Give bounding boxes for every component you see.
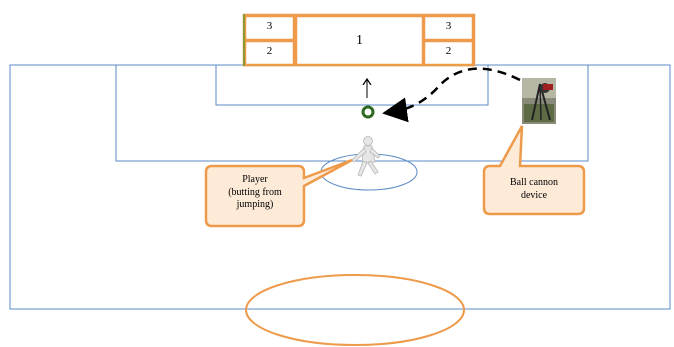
zone-top-right-label: 3 <box>445 20 452 32</box>
zone-top-left-label: 3 <box>266 20 273 32</box>
zone-center-label: 1 <box>356 33 363 48</box>
zone-bottom-right <box>422 39 475 67</box>
player-callout-label: Player (butting from jumping) <box>228 174 282 210</box>
cannon-callout-label: Ball cannon device <box>509 177 559 201</box>
player-figure-icon <box>351 136 381 177</box>
goal-target <box>242 13 476 67</box>
zone-top-right <box>422 14 475 42</box>
cannon-callout-box <box>482 125 586 216</box>
goal-area <box>215 64 489 106</box>
ball-icon <box>361 105 375 119</box>
zone-bottom-left <box>243 39 296 67</box>
center-circle <box>245 274 465 346</box>
ball-trajectory <box>382 67 521 123</box>
player-callout-box <box>204 158 353 228</box>
zone-center <box>294 14 425 67</box>
ball-cannon-device-icon <box>522 78 556 124</box>
zone-bottom-left-label: 2 <box>266 45 273 57</box>
zone-bottom-right-label: 2 <box>445 45 452 57</box>
